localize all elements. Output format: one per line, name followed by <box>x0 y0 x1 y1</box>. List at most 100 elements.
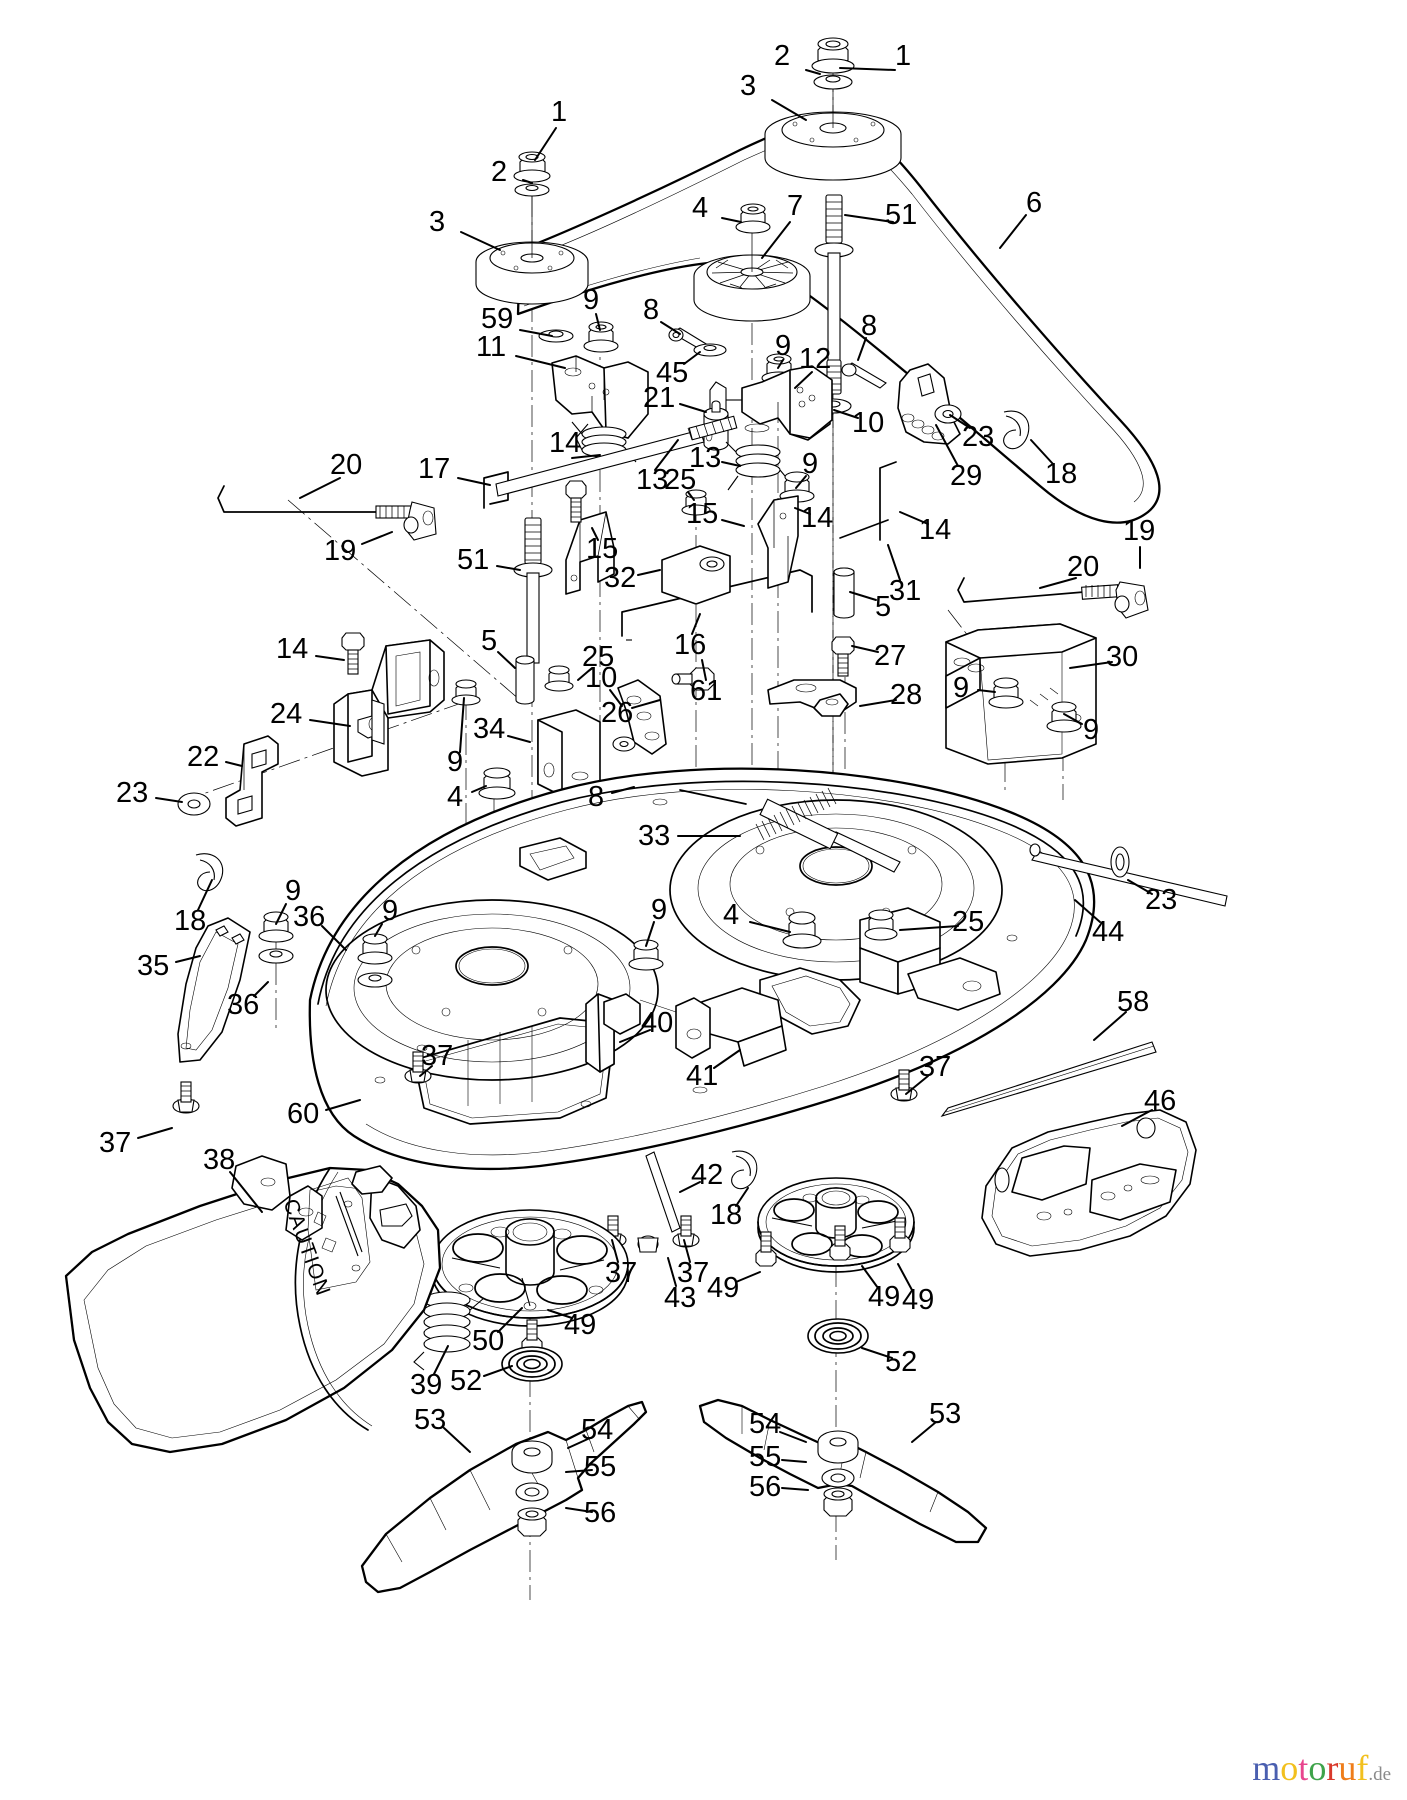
callout-number: 55 <box>584 1451 617 1483</box>
callout-number: 53 <box>929 1398 962 1430</box>
bracket-34 <box>537 709 601 797</box>
leader-line <box>899 511 929 525</box>
bracket-46 <box>981 1109 1197 1257</box>
leader-line <box>591 527 599 541</box>
belt-guide-spring-33 <box>679 787 901 873</box>
hex-bolt-14b <box>341 632 365 675</box>
leader-line <box>844 214 894 223</box>
flange-nut-9f <box>1046 701 1082 733</box>
leader-line <box>1127 879 1153 895</box>
bracket-15-left <box>565 511 615 595</box>
washer-36b <box>357 972 393 988</box>
leader-line <box>595 313 601 331</box>
leader-line <box>949 414 971 429</box>
callout-number: 8 <box>643 294 660 326</box>
mandrel-shaft-51-right <box>814 194 854 395</box>
logo-letter: t <box>1298 1748 1309 1788</box>
leader-line <box>229 1171 263 1213</box>
callout-number: 36 <box>227 989 260 1021</box>
leader-line <box>565 1469 593 1473</box>
callout-number: 14 <box>549 427 582 459</box>
leader-line <box>687 491 695 501</box>
leader-line <box>805 69 821 75</box>
flange-nut-9e <box>988 677 1024 709</box>
leader-line <box>839 67 896 71</box>
leader-line <box>619 1029 651 1043</box>
spacer-5b <box>833 567 855 619</box>
plate-32 <box>661 545 731 605</box>
callout-number: 4 <box>723 899 740 931</box>
callout-number: 12 <box>799 343 832 375</box>
callout-number: 44 <box>1092 916 1125 948</box>
callout-number: 23 <box>962 421 995 453</box>
logo-letter: m <box>1252 1748 1281 1788</box>
leader-line <box>471 785 487 793</box>
leader-line <box>781 1459 807 1463</box>
callout-number: 56 <box>584 1497 617 1529</box>
pulley-upper-left <box>475 190 589 305</box>
hinge-rod-44 <box>1029 843 1228 907</box>
leader-line <box>833 409 859 419</box>
callout-number: 25 <box>582 641 615 673</box>
callout-number: 1 <box>551 96 568 128</box>
leader-line <box>794 507 811 515</box>
rod-31 <box>879 461 897 541</box>
leader-line <box>459 697 465 753</box>
callout-number: 10 <box>585 662 618 694</box>
rod-14-right <box>839 519 889 539</box>
leader-line <box>1063 713 1083 725</box>
adjuster-rod-20-left <box>217 485 437 541</box>
callout-number: 49 <box>564 1309 597 1341</box>
shield-35 <box>177 917 251 1063</box>
leader-line <box>849 591 877 601</box>
leader-line <box>507 735 531 743</box>
rod-58 <box>940 1041 1157 1118</box>
flange-nut-4a <box>735 203 771 234</box>
leader-line <box>735 1187 749 1207</box>
leader-line <box>443 1427 471 1453</box>
callout-number: 40 <box>641 1007 674 1039</box>
callout-number: 46 <box>1144 1085 1177 1117</box>
spring-13-right <box>725 441 791 491</box>
callout-number: 15 <box>686 498 719 530</box>
callout-number: 16 <box>674 629 707 661</box>
washer-55-left <box>515 1482 549 1502</box>
callout-number: 14 <box>276 633 309 665</box>
callout-number: 56 <box>749 1471 782 1503</box>
nut-56-left <box>517 1507 547 1537</box>
callout-number: 61 <box>690 675 723 707</box>
callout-number: 2 <box>491 156 508 188</box>
leader-line <box>935 424 959 467</box>
washer-55-right <box>821 1468 855 1488</box>
callout-number: 54 <box>581 1414 614 1446</box>
leader-line <box>197 879 213 911</box>
leader-line <box>679 1181 701 1193</box>
flange-nut-9a <box>583 321 619 353</box>
motoruf-watermark-logo: motoruf.de <box>1252 1750 1391 1786</box>
leader-line <box>645 921 655 947</box>
link-28 <box>767 679 857 717</box>
spacer-5a <box>515 655 535 705</box>
callout-number: 9 <box>1083 714 1100 746</box>
callout-number: 2 <box>774 40 791 72</box>
callout-number: 19 <box>324 535 357 567</box>
leader-line <box>1093 1011 1127 1041</box>
callout-number: 36 <box>293 901 326 933</box>
flange-nut-25c <box>864 909 898 941</box>
callout-number: 51 <box>885 199 918 231</box>
mower-deck-60 <box>308 767 1096 1171</box>
callout-number: 37 <box>677 1257 710 1289</box>
threaded-rod-14 <box>483 415 738 509</box>
leader-line <box>547 1309 573 1319</box>
leader-line <box>899 925 959 931</box>
pin-43 <box>637 1235 659 1253</box>
callout-number: 41 <box>686 1060 719 1092</box>
leader-line <box>519 329 553 337</box>
callout-number: 7 <box>787 190 804 222</box>
callout-number: 22 <box>187 741 220 773</box>
leader-line <box>374 923 383 937</box>
leader-line <box>496 565 521 571</box>
hex-bolt-49c <box>829 1225 851 1261</box>
callout-leader-lines <box>137 67 1153 1513</box>
logo-letter: f <box>1356 1748 1369 1788</box>
